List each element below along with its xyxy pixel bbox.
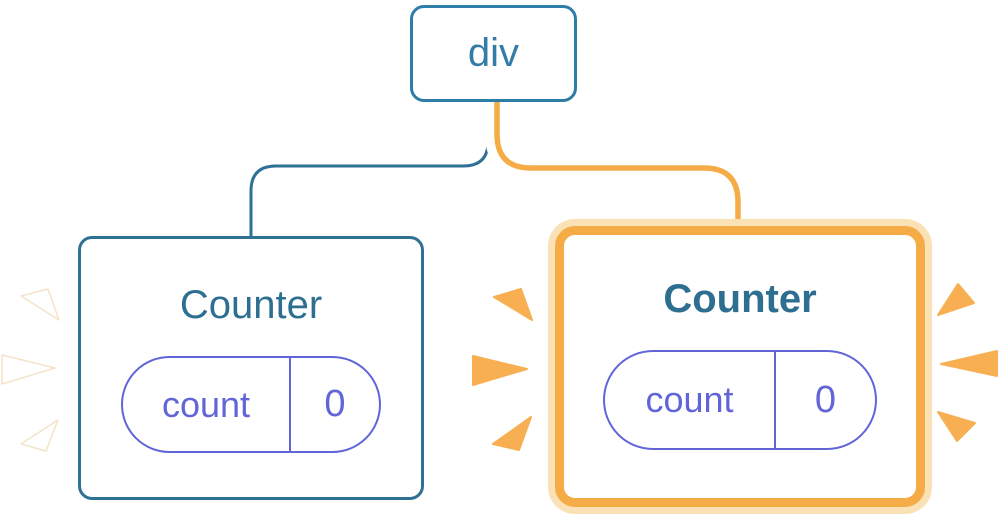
- counter-right-state-pill: count 0: [603, 350, 877, 450]
- node-div: div: [410, 5, 577, 102]
- spark-white-bottom-icon: [20, 419, 59, 452]
- node-div-label: div: [467, 31, 520, 75]
- state-value: 0: [324, 383, 346, 425]
- spark-orange-left-middle-icon: [472, 355, 528, 386]
- state-key: count: [123, 358, 291, 451]
- state-value: 0: [814, 378, 837, 421]
- edge-div-to-right-counter: [494, 99, 741, 236]
- spark-orange-left-top-icon: [493, 288, 533, 321]
- node-counter-left: Counter count 0: [78, 236, 424, 500]
- edge-div-to-left-counter: [249, 100, 490, 240]
- spark-orange-left-bottom-icon: [492, 416, 532, 451]
- counter-right-title: Counter: [663, 277, 817, 321]
- edge-div-to-right-counter-casing: [485, 99, 750, 221]
- node-counter-right: Counter count 0: [555, 226, 925, 507]
- counter-left-state-pill: count 0: [121, 356, 381, 453]
- state-key: count: [605, 352, 776, 448]
- spark-white-top-icon: [20, 288, 60, 321]
- spark-orange-right-middle-icon: [940, 350, 998, 377]
- spark-orange-right-top-icon: [937, 283, 975, 316]
- spark-orange-right-bottom-icon: [937, 411, 976, 442]
- counter-left-title: Counter: [179, 283, 323, 327]
- spark-white-middle-icon: [1, 354, 56, 385]
